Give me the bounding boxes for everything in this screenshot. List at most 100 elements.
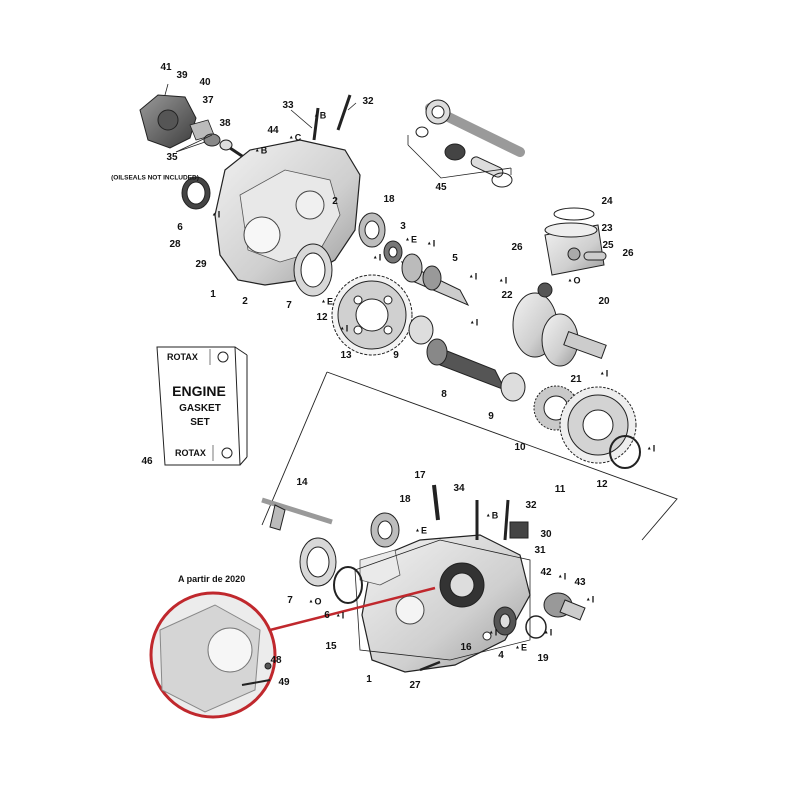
callout-10: 10 xyxy=(514,442,526,453)
assembly-mark-mI14: ▲I xyxy=(488,627,498,638)
assembly-mark-mB3: ▲B xyxy=(486,511,498,521)
assembly-mark-mB1: ▲B xyxy=(314,110,327,121)
callout-27: 27 xyxy=(409,680,421,691)
droplet-icon: ▲ xyxy=(543,629,549,636)
engine-gasket-set-kit: ROTAX ENGINE GASKET SET ROTAX xyxy=(155,345,248,470)
droplet-icon: ▲ xyxy=(339,325,345,332)
assembly-mark-mE1: ▲E xyxy=(405,234,417,245)
mark-letter: I xyxy=(475,317,479,328)
callout-15: 15 xyxy=(325,641,337,652)
assembly-mark-mE3: ▲E xyxy=(415,525,427,536)
mark-letter: I xyxy=(563,571,567,582)
assembly-mark-mI8: ▲I xyxy=(599,368,609,379)
assembly-mark-mB2: ▲B xyxy=(254,145,268,156)
callout-2b: 2 xyxy=(332,196,338,207)
mark-letter: I xyxy=(432,238,436,249)
kit-brand-top: ROTAX xyxy=(167,352,198,362)
mark-letter: E xyxy=(326,296,333,307)
mark-letter: I xyxy=(341,610,345,621)
ring-19 xyxy=(525,615,547,639)
shift-fork xyxy=(261,497,333,531)
callout-17: 17 xyxy=(414,470,426,481)
mark-letter: B xyxy=(260,145,268,156)
droplet-icon: ▲ xyxy=(488,629,494,636)
callout-49: 49 xyxy=(278,677,290,688)
callout-22: 22 xyxy=(501,290,513,301)
callout-1b: 1 xyxy=(366,674,372,685)
bearing-lower xyxy=(299,537,337,587)
callout-20: 20 xyxy=(598,296,610,307)
callout-12b: 12 xyxy=(596,479,608,490)
callout-45: 45 xyxy=(435,182,447,193)
mark-letter: I xyxy=(494,627,498,638)
mark-letter: O xyxy=(573,275,581,286)
droplet-icon: ▲ xyxy=(254,147,260,154)
mark-letter: E xyxy=(410,234,417,245)
callout-13: 13 xyxy=(340,350,352,361)
assembly-mark-mI1: ▲I xyxy=(211,209,221,220)
detail-caption: A partir de 2020 xyxy=(178,574,246,584)
droplet-icon: ▲ xyxy=(211,211,217,218)
droplet-icon: ▲ xyxy=(585,596,591,603)
callout-31: 31 xyxy=(534,545,546,556)
connecting-rod xyxy=(407,99,525,188)
droplet-icon: ▲ xyxy=(288,134,294,141)
assembly-mark-mE2: ▲E xyxy=(321,296,333,307)
callout-6b: 6 xyxy=(324,610,330,621)
droplet-icon: ▲ xyxy=(426,240,432,247)
detail-leader xyxy=(269,586,436,632)
callout-18b: 18 xyxy=(399,494,411,505)
droplet-icon: ▲ xyxy=(567,277,573,284)
callout-12a: 12 xyxy=(316,312,328,323)
bushing-8 xyxy=(408,315,526,402)
bearing-4 xyxy=(493,606,517,636)
kit-title-line3: SET xyxy=(190,417,210,428)
droplet-icon: ▲ xyxy=(515,644,520,651)
callout-23: 23 xyxy=(601,223,613,234)
assembly-mark-mO: ▲O xyxy=(567,275,581,286)
oilseals-note: (OILSEALS NOT INCLUDED) xyxy=(111,174,199,182)
crankcase-upper xyxy=(214,139,361,286)
assembly-mark-mE4: ▲E xyxy=(515,643,527,653)
mark-letter: E xyxy=(420,525,427,536)
mark-letter: I xyxy=(549,627,553,638)
callout-6a: 6 xyxy=(177,222,183,233)
crankcase-lower xyxy=(359,534,531,673)
assembly-mark-mI4: ▲I xyxy=(469,271,478,282)
callout-8: 8 xyxy=(441,389,447,400)
crankshaft xyxy=(512,282,607,367)
callout-21: 21 xyxy=(570,374,582,385)
detail-inset xyxy=(149,591,277,719)
callout-28: 28 xyxy=(169,239,181,250)
shaft-5 xyxy=(400,253,470,307)
droplet-icon: ▲ xyxy=(372,254,378,261)
callout-7b: 7 xyxy=(287,595,293,606)
oil-seal-upper xyxy=(181,176,211,210)
assembly-mark-mI2: ▲I xyxy=(426,238,436,249)
assembly-mark-mO2: ▲O xyxy=(308,597,322,607)
mark-letter: I xyxy=(474,271,478,282)
assembly-mark-mI9: ▲I xyxy=(647,443,656,454)
callout-32a: 32 xyxy=(362,96,374,107)
mark-letter: I xyxy=(217,209,221,220)
callout-39: 39 xyxy=(176,70,188,81)
mark-letter: I xyxy=(652,443,656,454)
droplet-icon: ▲ xyxy=(599,370,605,377)
assembly-mark-mC: ▲C xyxy=(288,133,301,143)
callout-33: 33 xyxy=(282,100,294,111)
droplet-icon: ▲ xyxy=(405,236,410,243)
bearing-upper xyxy=(293,243,333,297)
kit-title-line2: GASKET xyxy=(179,403,221,414)
callout-24: 24 xyxy=(601,196,613,207)
mark-letter: I xyxy=(605,368,609,379)
droplet-icon: ▲ xyxy=(469,319,475,326)
leader-lines xyxy=(164,83,357,153)
assembly-mark-mI6: ▲I xyxy=(339,324,348,334)
callout-11: 11 xyxy=(554,484,566,495)
droplet-icon: ▲ xyxy=(308,598,314,605)
bearing-18-upper xyxy=(358,212,403,264)
mark-letter: B xyxy=(319,110,327,121)
assembly-frame xyxy=(261,371,678,541)
callout-41: 41 xyxy=(160,62,172,73)
